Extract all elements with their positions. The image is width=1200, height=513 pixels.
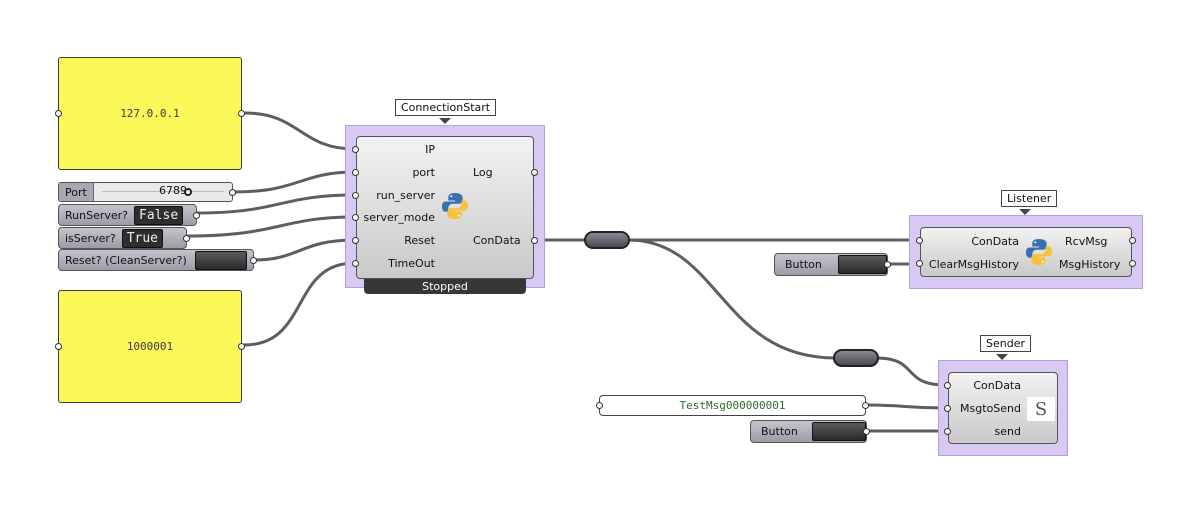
wire-reset <box>252 238 357 262</box>
reset-button-param[interactable]: Reset? (CleanServer?) <box>58 249 257 271</box>
ip-panel[interactable]: 127.0.0.1 <box>55 57 245 170</box>
sender-button[interactable] <box>811 422 866 441</box>
sender-title: Sender <box>980 335 1031 352</box>
python-icon <box>442 193 468 219</box>
sender-input-send-label: send <box>994 425 1021 438</box>
connection-start-title: ConnectionStart <box>395 99 497 116</box>
timeout-panel-output-grip[interactable] <box>238 343 245 350</box>
sender-button-label: Button <box>761 425 798 438</box>
listener-component[interactable]: ConData ClearMsgHistory RcvMsg MsgHistor… <box>920 227 1132 277</box>
listener-input-clear-label: ClearMsgHistory <box>928 258 1019 271</box>
ip-panel-output-grip[interactable] <box>238 110 245 117</box>
run-server-output-grip[interactable] <box>193 212 200 219</box>
message-panel-input-grip[interactable] <box>596 402 603 409</box>
cs-grip-ip[interactable] <box>352 146 359 153</box>
listener-button-param[interactable]: Button <box>774 253 891 276</box>
timeout-panel-input-grip[interactable] <box>55 343 62 350</box>
relay-node[interactable] <box>833 349 879 367</box>
input-run-server-label: run_server <box>376 189 435 202</box>
cs-grip-port[interactable] <box>352 169 359 176</box>
listener-title-pointer <box>1019 209 1031 215</box>
listener-button[interactable] <box>837 255 887 274</box>
listener-button-output-grip[interactable] <box>884 261 891 268</box>
message-panel-value: TestMsg000000001 <box>679 399 786 412</box>
cs-grip-log[interactable] <box>531 169 538 176</box>
connection-start-status: Stopped <box>364 279 526 294</box>
port-slider-track[interactable]: 6789 <box>94 183 232 201</box>
sender-grip-msgtosend[interactable] <box>944 405 951 412</box>
run-server-value[interactable]: False <box>134 205 184 225</box>
timeout-panel-value: 1000001 <box>126 340 174 353</box>
cs-grip-timeout[interactable] <box>352 260 359 267</box>
listener-output-rcvmsg-label: RcvMsg <box>1065 235 1108 248</box>
listener-button-label: Button <box>785 258 822 271</box>
wire-ip <box>243 111 357 151</box>
input-timeout-label: TimeOut <box>388 257 435 270</box>
reset-label: Reset? (CleanServer?) <box>65 253 187 267</box>
connection-start-title-pointer <box>439 118 451 124</box>
run-server-toggle[interactable]: RunServer? False <box>58 204 200 226</box>
message-panel[interactable]: TestMsg000000001 <box>596 395 869 416</box>
sender-input-msgtosend-label: MsgtoSend <box>960 402 1021 415</box>
wire-relay2-sender <box>874 356 948 387</box>
slider-ticks <box>101 191 224 196</box>
cs-grip-condata[interactable] <box>531 237 538 244</box>
input-ip-label: IP <box>425 143 435 156</box>
cs-grip-reset[interactable] <box>352 237 359 244</box>
cs-grip-run-server[interactable] <box>352 192 359 199</box>
reset-output-grip[interactable] <box>250 257 257 264</box>
listener-grip-condata[interactable] <box>916 237 923 244</box>
sender-component[interactable]: ConData MsgtoSend send S <box>948 372 1058 444</box>
cs-grip-server-mode[interactable] <box>352 214 359 221</box>
listener-grip-rcvmsg[interactable] <box>1129 237 1136 244</box>
listener-output-msghistory-label: MsgHistory <box>1059 258 1121 271</box>
wire-msg-sender <box>864 403 948 410</box>
port-slider-output-grip[interactable] <box>229 189 236 196</box>
listener-grip-clear[interactable] <box>916 260 923 267</box>
run-server-label: RunServer? <box>65 208 129 222</box>
sender-title-pointer <box>996 354 1008 360</box>
is-server-value[interactable]: True <box>121 228 164 248</box>
port-slider[interactable]: Port 6789 <box>58 182 236 202</box>
port-slider-grip[interactable] <box>184 188 192 196</box>
sender-icon: S <box>1027 397 1055 421</box>
message-panel-output-grip[interactable] <box>862 402 869 409</box>
input-server-mode-label: server_mode <box>363 211 435 224</box>
python-icon <box>1026 239 1052 265</box>
relay-node[interactable] <box>584 231 630 249</box>
listener-title: Listener <box>1001 190 1058 207</box>
wire-port <box>231 170 357 194</box>
sender-input-condata-label: ConData <box>973 379 1021 392</box>
input-reset-label: Reset <box>404 234 435 247</box>
output-condata-label: ConData <box>473 234 521 247</box>
sender-grip-send[interactable] <box>944 428 951 435</box>
ip-panel-value: 127.0.0.1 <box>120 107 180 120</box>
sender-button-output-grip[interactable] <box>863 428 870 435</box>
output-log-label: Log <box>473 166 493 179</box>
reset-button[interactable] <box>194 250 247 270</box>
listener-grip-msghistory[interactable] <box>1129 260 1136 267</box>
port-slider-value: 6789 <box>159 184 187 197</box>
connection-start-component[interactable]: IP port run_server server_mode Reset Tim… <box>356 136 534 279</box>
wire-is-server <box>185 215 357 238</box>
is-server-label: isServer? <box>65 231 116 245</box>
is-server-output-grip[interactable] <box>183 235 190 242</box>
port-slider-label: Port <box>59 183 94 201</box>
sender-button-param[interactable]: Button <box>750 420 870 443</box>
sender-grip-condata[interactable] <box>944 382 951 389</box>
ip-panel-input-grip[interactable] <box>55 110 62 117</box>
is-server-toggle[interactable]: isServer? True <box>58 227 190 249</box>
listener-input-condata-label: ConData <box>971 235 1019 248</box>
wire-timeout <box>242 261 357 347</box>
input-port-label: port <box>412 166 435 179</box>
sender-icon-text: S <box>1034 398 1048 420</box>
timeout-panel[interactable]: 1000001 <box>55 290 245 403</box>
